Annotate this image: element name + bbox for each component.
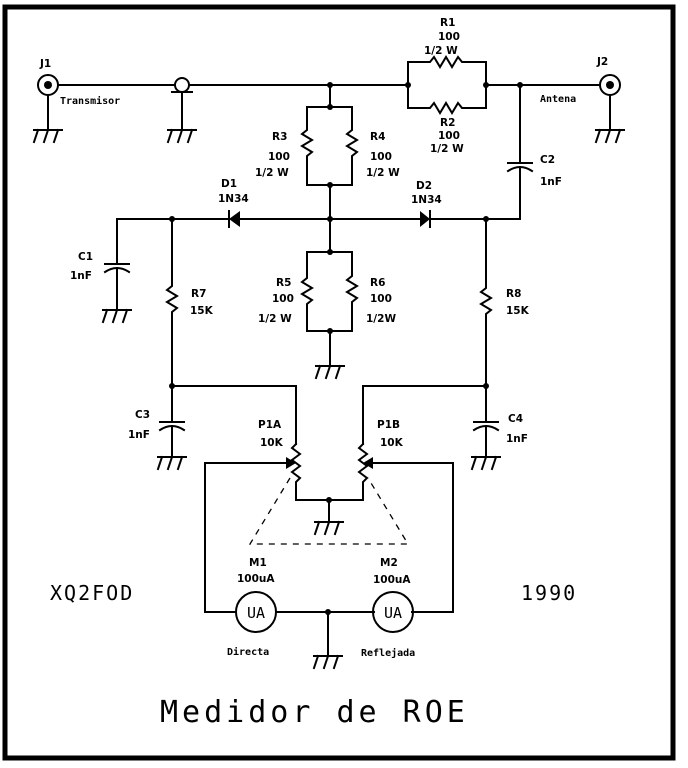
r7-ref: R7 bbox=[191, 288, 206, 300]
mechanical-link bbox=[248, 477, 410, 545]
r1-ref: R1 bbox=[440, 17, 455, 29]
meter-m2: UA M2 100uA Reflejada bbox=[361, 557, 415, 659]
m2-symbol: UA bbox=[384, 604, 402, 622]
frame-border bbox=[2, 4, 676, 761]
c2-ref: C2 bbox=[540, 154, 555, 166]
m1-label: Directa bbox=[227, 646, 269, 658]
m2-label: Reflejada bbox=[361, 647, 415, 659]
ground-icon bbox=[102, 309, 132, 323]
r3-ref: R3 bbox=[272, 131, 287, 143]
r1-value: 100 bbox=[438, 31, 460, 43]
connector-j2: J2 Antena bbox=[540, 56, 625, 143]
j2-ref: J2 bbox=[596, 56, 608, 68]
r5-ref: R5 bbox=[276, 277, 291, 289]
r4-ref: R4 bbox=[370, 131, 385, 143]
j1-ref: J1 bbox=[39, 58, 51, 70]
r3-value: 100 bbox=[268, 151, 290, 163]
m1-value: 100uA bbox=[237, 573, 275, 585]
r4-power: 1/2 W bbox=[366, 167, 400, 179]
resistor-r1-r2: R1 100 1/2 W R2 100 1/2 W bbox=[407, 17, 487, 155]
c4-value: 1nF bbox=[506, 433, 528, 445]
diode-d2: D2 1N34 bbox=[411, 180, 442, 228]
r2-ref: R2 bbox=[440, 117, 455, 129]
potentiometer-p1a: P1A 10K bbox=[258, 419, 364, 501]
connector-j1: J1 Transmisor bbox=[33, 58, 120, 143]
m2-ref: M2 bbox=[380, 557, 398, 569]
ground-icon bbox=[313, 655, 343, 669]
ground-icon bbox=[595, 129, 625, 143]
c3-value: 1nF bbox=[128, 429, 150, 441]
m2-value: 100uA bbox=[373, 574, 411, 586]
meter-m1: UA M1 100uA Directa bbox=[227, 557, 277, 658]
diode-d1: D1 1N34 bbox=[218, 178, 249, 228]
resistor-r8: R8 15K bbox=[479, 218, 530, 387]
resistor-r5-r6: R5 100 1/2 W R6 100 1/2W bbox=[258, 251, 396, 332]
p1a-ref: P1A bbox=[258, 419, 282, 431]
c4-ref: C4 bbox=[508, 413, 523, 425]
j2-label: Antena bbox=[540, 94, 576, 105]
r6-ref: R6 bbox=[370, 277, 385, 289]
resistor-r7: R7 15K bbox=[165, 218, 214, 387]
ground-icon bbox=[471, 456, 501, 470]
ground-icon bbox=[157, 456, 187, 470]
ground-icon bbox=[33, 129, 63, 143]
c3-ref: C3 bbox=[135, 409, 150, 421]
ground-icon bbox=[167, 129, 197, 143]
p1a-value: 10K bbox=[260, 437, 284, 449]
coax-shield bbox=[167, 77, 197, 143]
r4-value: 100 bbox=[370, 151, 392, 163]
d1-ref: D1 bbox=[221, 178, 237, 190]
ground-icon bbox=[314, 521, 344, 535]
diagram-title: Medidor de ROE bbox=[160, 695, 469, 730]
capacitor-c4: C4 1nF bbox=[471, 385, 528, 470]
potentiometer-p1b: P1B 10K bbox=[357, 419, 404, 501]
ground-icon bbox=[315, 365, 345, 379]
d2-part: 1N34 bbox=[411, 194, 442, 206]
r2-power: 1/2 W bbox=[430, 143, 464, 155]
d1-part: 1N34 bbox=[218, 193, 249, 205]
r6-value: 100 bbox=[370, 293, 392, 305]
d2-ref: D2 bbox=[416, 180, 432, 192]
year-label: 1990 bbox=[521, 581, 577, 605]
m1-symbol: UA bbox=[247, 604, 265, 622]
capacitor-c3: C3 1nF bbox=[128, 385, 187, 470]
r3-power: 1/2 W bbox=[255, 167, 289, 179]
r1-power: 1/2 W bbox=[424, 45, 458, 57]
r8-ref: R8 bbox=[506, 288, 521, 300]
p1b-ref: P1B bbox=[377, 419, 400, 431]
resistor-r3-r4: R3 100 1/2 W R4 100 1/2 W bbox=[255, 106, 400, 186]
r2-value: 100 bbox=[438, 130, 460, 142]
c1-ref: C1 bbox=[78, 251, 93, 263]
c2-value: 1nF bbox=[540, 176, 562, 188]
j1-label: Transmisor bbox=[60, 95, 120, 107]
author-label: XQ2FOD bbox=[50, 581, 134, 605]
capacitor-c2: C2 1nF bbox=[506, 84, 562, 220]
r5-value: 100 bbox=[272, 293, 294, 305]
r8-value: 15K bbox=[506, 305, 530, 317]
p1b-value: 10K bbox=[380, 437, 404, 449]
r5-power: 1/2 W bbox=[258, 313, 292, 325]
m1-ref: M1 bbox=[249, 557, 267, 569]
r7-value: 15K bbox=[190, 305, 214, 317]
r6-power: 1/2W bbox=[366, 313, 396, 325]
c1-value: 1nF bbox=[70, 270, 92, 282]
capacitor-c1: C1 1nF bbox=[70, 218, 132, 323]
